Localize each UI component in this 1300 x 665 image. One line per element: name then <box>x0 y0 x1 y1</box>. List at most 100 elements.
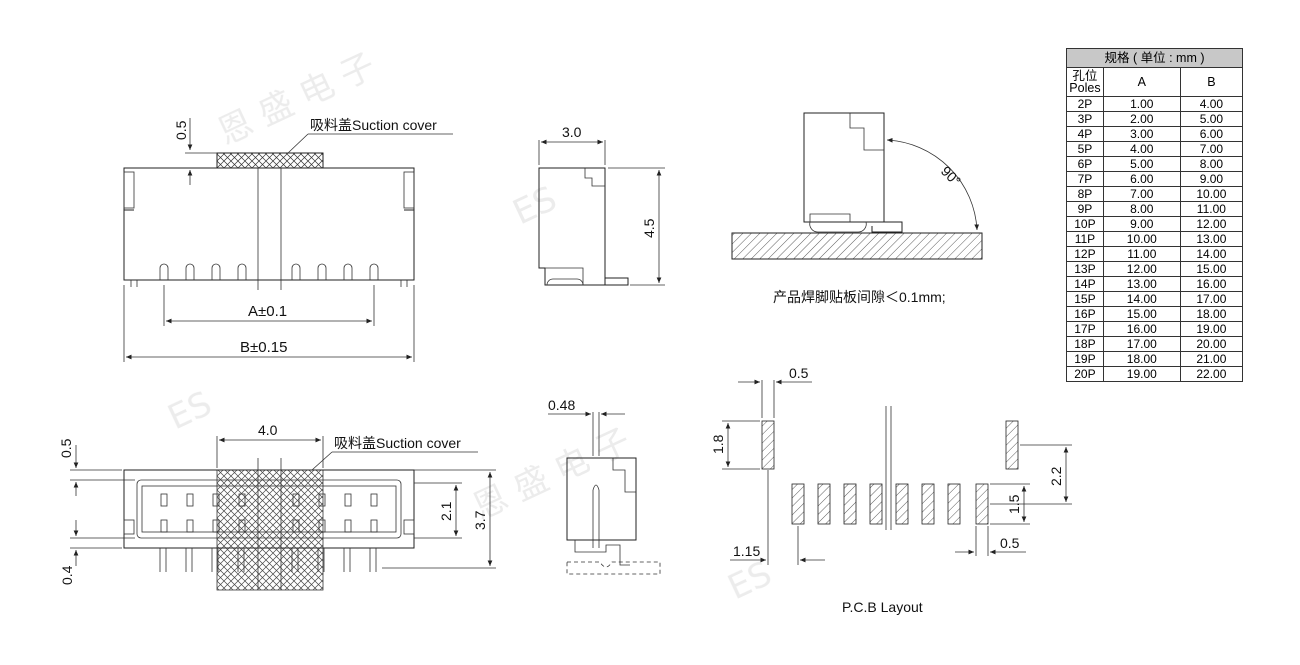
suction-cover-label-2: 吸料盖Suction cover <box>334 435 461 451</box>
bottom-view-legs <box>159 548 377 572</box>
dim-row-pitch: 1.5 <box>1006 494 1022 514</box>
cell-a: 8.00 <box>1102 201 1181 217</box>
cell-b: 5.00 <box>1179 111 1244 127</box>
dim-pin: 0.48 <box>548 397 575 413</box>
suction-cover-label: 吸料盖Suction cover <box>310 117 437 133</box>
section-view: 0.48 <box>548 397 661 575</box>
cell-poles: 4P <box>1066 126 1104 142</box>
angle-label: 90° <box>938 163 964 189</box>
watermark-brand: 恩 盛 电 子 <box>212 46 382 153</box>
cell-a: 2.00 <box>1102 111 1181 127</box>
cell-a: 15.00 <box>1102 306 1181 322</box>
cell-poles: 15P <box>1066 291 1104 307</box>
col-a: A <box>1102 67 1181 97</box>
cell-a: 10.00 <box>1102 231 1181 247</box>
cell-poles: 2P <box>1066 96 1104 112</box>
cell-poles: 8P <box>1066 186 1104 202</box>
cell-poles: 6P <box>1066 156 1104 172</box>
cell-poles: 10P <box>1066 216 1104 232</box>
cell-a: 12.00 <box>1102 261 1181 277</box>
dim-side-height: 4.5 <box>641 218 657 238</box>
dim-pad-width: 0.5 <box>789 365 809 381</box>
cell-a: 9.00 <box>1102 216 1181 232</box>
cell-poles: 18P <box>1066 336 1104 352</box>
cell-b: 11.00 <box>1179 201 1244 217</box>
cell-b: 16.00 <box>1179 276 1244 292</box>
cell-b: 18.00 <box>1179 306 1244 322</box>
watermark-brand: 恩 盛 电 子 <box>467 421 637 528</box>
cell-poles: 5P <box>1066 141 1104 157</box>
cell-b: 14.00 <box>1179 246 1244 262</box>
cell-b: 20.00 <box>1179 336 1244 352</box>
dim-gap: 2.2 <box>1048 466 1064 486</box>
cell-b: 10.00 <box>1179 186 1244 202</box>
cell-b: 12.00 <box>1179 216 1244 232</box>
top-view-pins <box>130 263 408 287</box>
dim-bottom-bottom: 0.4 <box>59 565 75 585</box>
cell-b: 19.00 <box>1179 321 1244 337</box>
cell-b: 13.00 <box>1179 231 1244 247</box>
cell-b: 21.00 <box>1179 351 1244 367</box>
cell-a: 4.00 <box>1102 141 1181 157</box>
dim-edge: 1.15 <box>733 543 760 559</box>
cell-b: 9.00 <box>1179 171 1244 187</box>
pcb-pads <box>791 483 989 525</box>
dim-a: A±0.1 <box>248 303 287 320</box>
cell-b: 17.00 <box>1179 291 1244 307</box>
cell-a: 5.00 <box>1102 156 1181 172</box>
cell-a: 14.00 <box>1102 291 1181 307</box>
pcb-layout: 0.5 1.8 1.15 2.2 1.5 0.5 P.C.B Layout <box>710 365 1072 615</box>
cell-a: 16.00 <box>1102 321 1181 337</box>
watermark-logo: ES <box>722 554 778 608</box>
cell-poles: 16P <box>1066 306 1104 322</box>
cell-poles: 12P <box>1066 246 1104 262</box>
cell-a: 7.00 <box>1102 186 1181 202</box>
cell-poles: 13P <box>1066 261 1104 277</box>
angle-view: 90° 产品焊脚贴板间隙＜0.1mm; <box>731 112 983 305</box>
dim-side-width: 3.0 <box>562 124 582 140</box>
cell-poles: 14P <box>1066 276 1104 292</box>
bottom-view: 4.0 吸料盖Suction cover 0.5 0.4 2.1 3.7 <box>58 422 496 591</box>
dim-cover-thickness: 0.5 <box>173 120 189 140</box>
cell-poles: 11P <box>1066 231 1104 247</box>
col-b: B <box>1179 67 1244 97</box>
solder-gap-note: 产品焊脚贴板间隙＜0.1mm; <box>773 289 946 305</box>
cell-a: 11.00 <box>1102 246 1181 262</box>
watermark-logo: ES <box>162 384 218 438</box>
cell-b: 22.00 <box>1179 366 1244 382</box>
watermark-logo: ES <box>507 179 563 233</box>
cell-b: 7.00 <box>1179 141 1244 157</box>
cell-b: 6.00 <box>1179 126 1244 142</box>
cell-poles: 3P <box>1066 111 1104 127</box>
cell-poles: 20P <box>1066 366 1104 382</box>
cell-a: 13.00 <box>1102 276 1181 292</box>
dim-b: B±0.15 <box>240 339 287 356</box>
cell-a: 1.00 <box>1102 96 1181 112</box>
dim-pitch-span: 4.0 <box>258 422 278 438</box>
bottom-view-contacts <box>160 493 378 533</box>
dim-small-pad: 0.5 <box>1000 535 1020 551</box>
cell-a: 3.00 <box>1102 126 1181 142</box>
cell-b: 4.00 <box>1179 96 1244 112</box>
spec-table-title: 规格 ( 单位 : mm ) <box>1066 48 1243 68</box>
cell-a: 6.00 <box>1102 171 1181 187</box>
top-view: 0.5 吸料盖Suction cover A±0.1 B±0.15 <box>123 117 453 362</box>
